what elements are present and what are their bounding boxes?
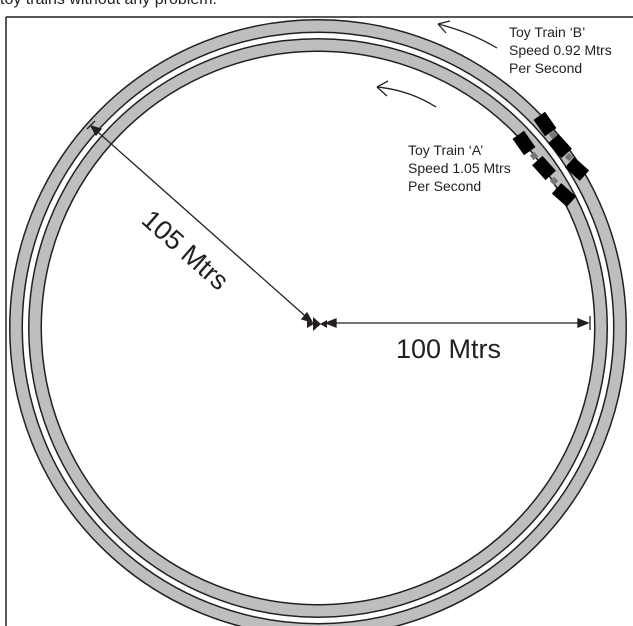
train-b-unit: Per Second [509, 60, 582, 76]
train-b-speed: Speed 0.92 Mtrs [509, 42, 612, 58]
inner-track [28, 38, 608, 618]
cropped-intro-text: toy trains without any problem. [0, 0, 217, 9]
train-a-label: Toy Train ‘A’ Speed 1.05 Mtrs Per Second [408, 142, 511, 194]
direction-arrow-inner [376, 80, 437, 108]
inner-radius-dimension [324, 316, 591, 330]
train-b-label: Toy Train ‘B’ Speed 0.92 Mtrs Per Second [509, 24, 612, 76]
outer-track [9, 19, 627, 626]
direction-arrow-outer [437, 20, 498, 49]
outer-radius-label: 105 Mtrs [136, 204, 235, 296]
center-marker [307, 317, 327, 331]
train-b-name: Toy Train ‘B’ [509, 24, 585, 40]
inner-radius-label: 100 Mtrs [396, 334, 501, 364]
outer-radius-dimension [86, 120, 314, 324]
train-a-unit: Per Second [408, 178, 481, 194]
train-a-speed: Speed 1.05 Mtrs [408, 160, 511, 176]
train-a-name: Toy Train ‘A’ [408, 142, 483, 158]
